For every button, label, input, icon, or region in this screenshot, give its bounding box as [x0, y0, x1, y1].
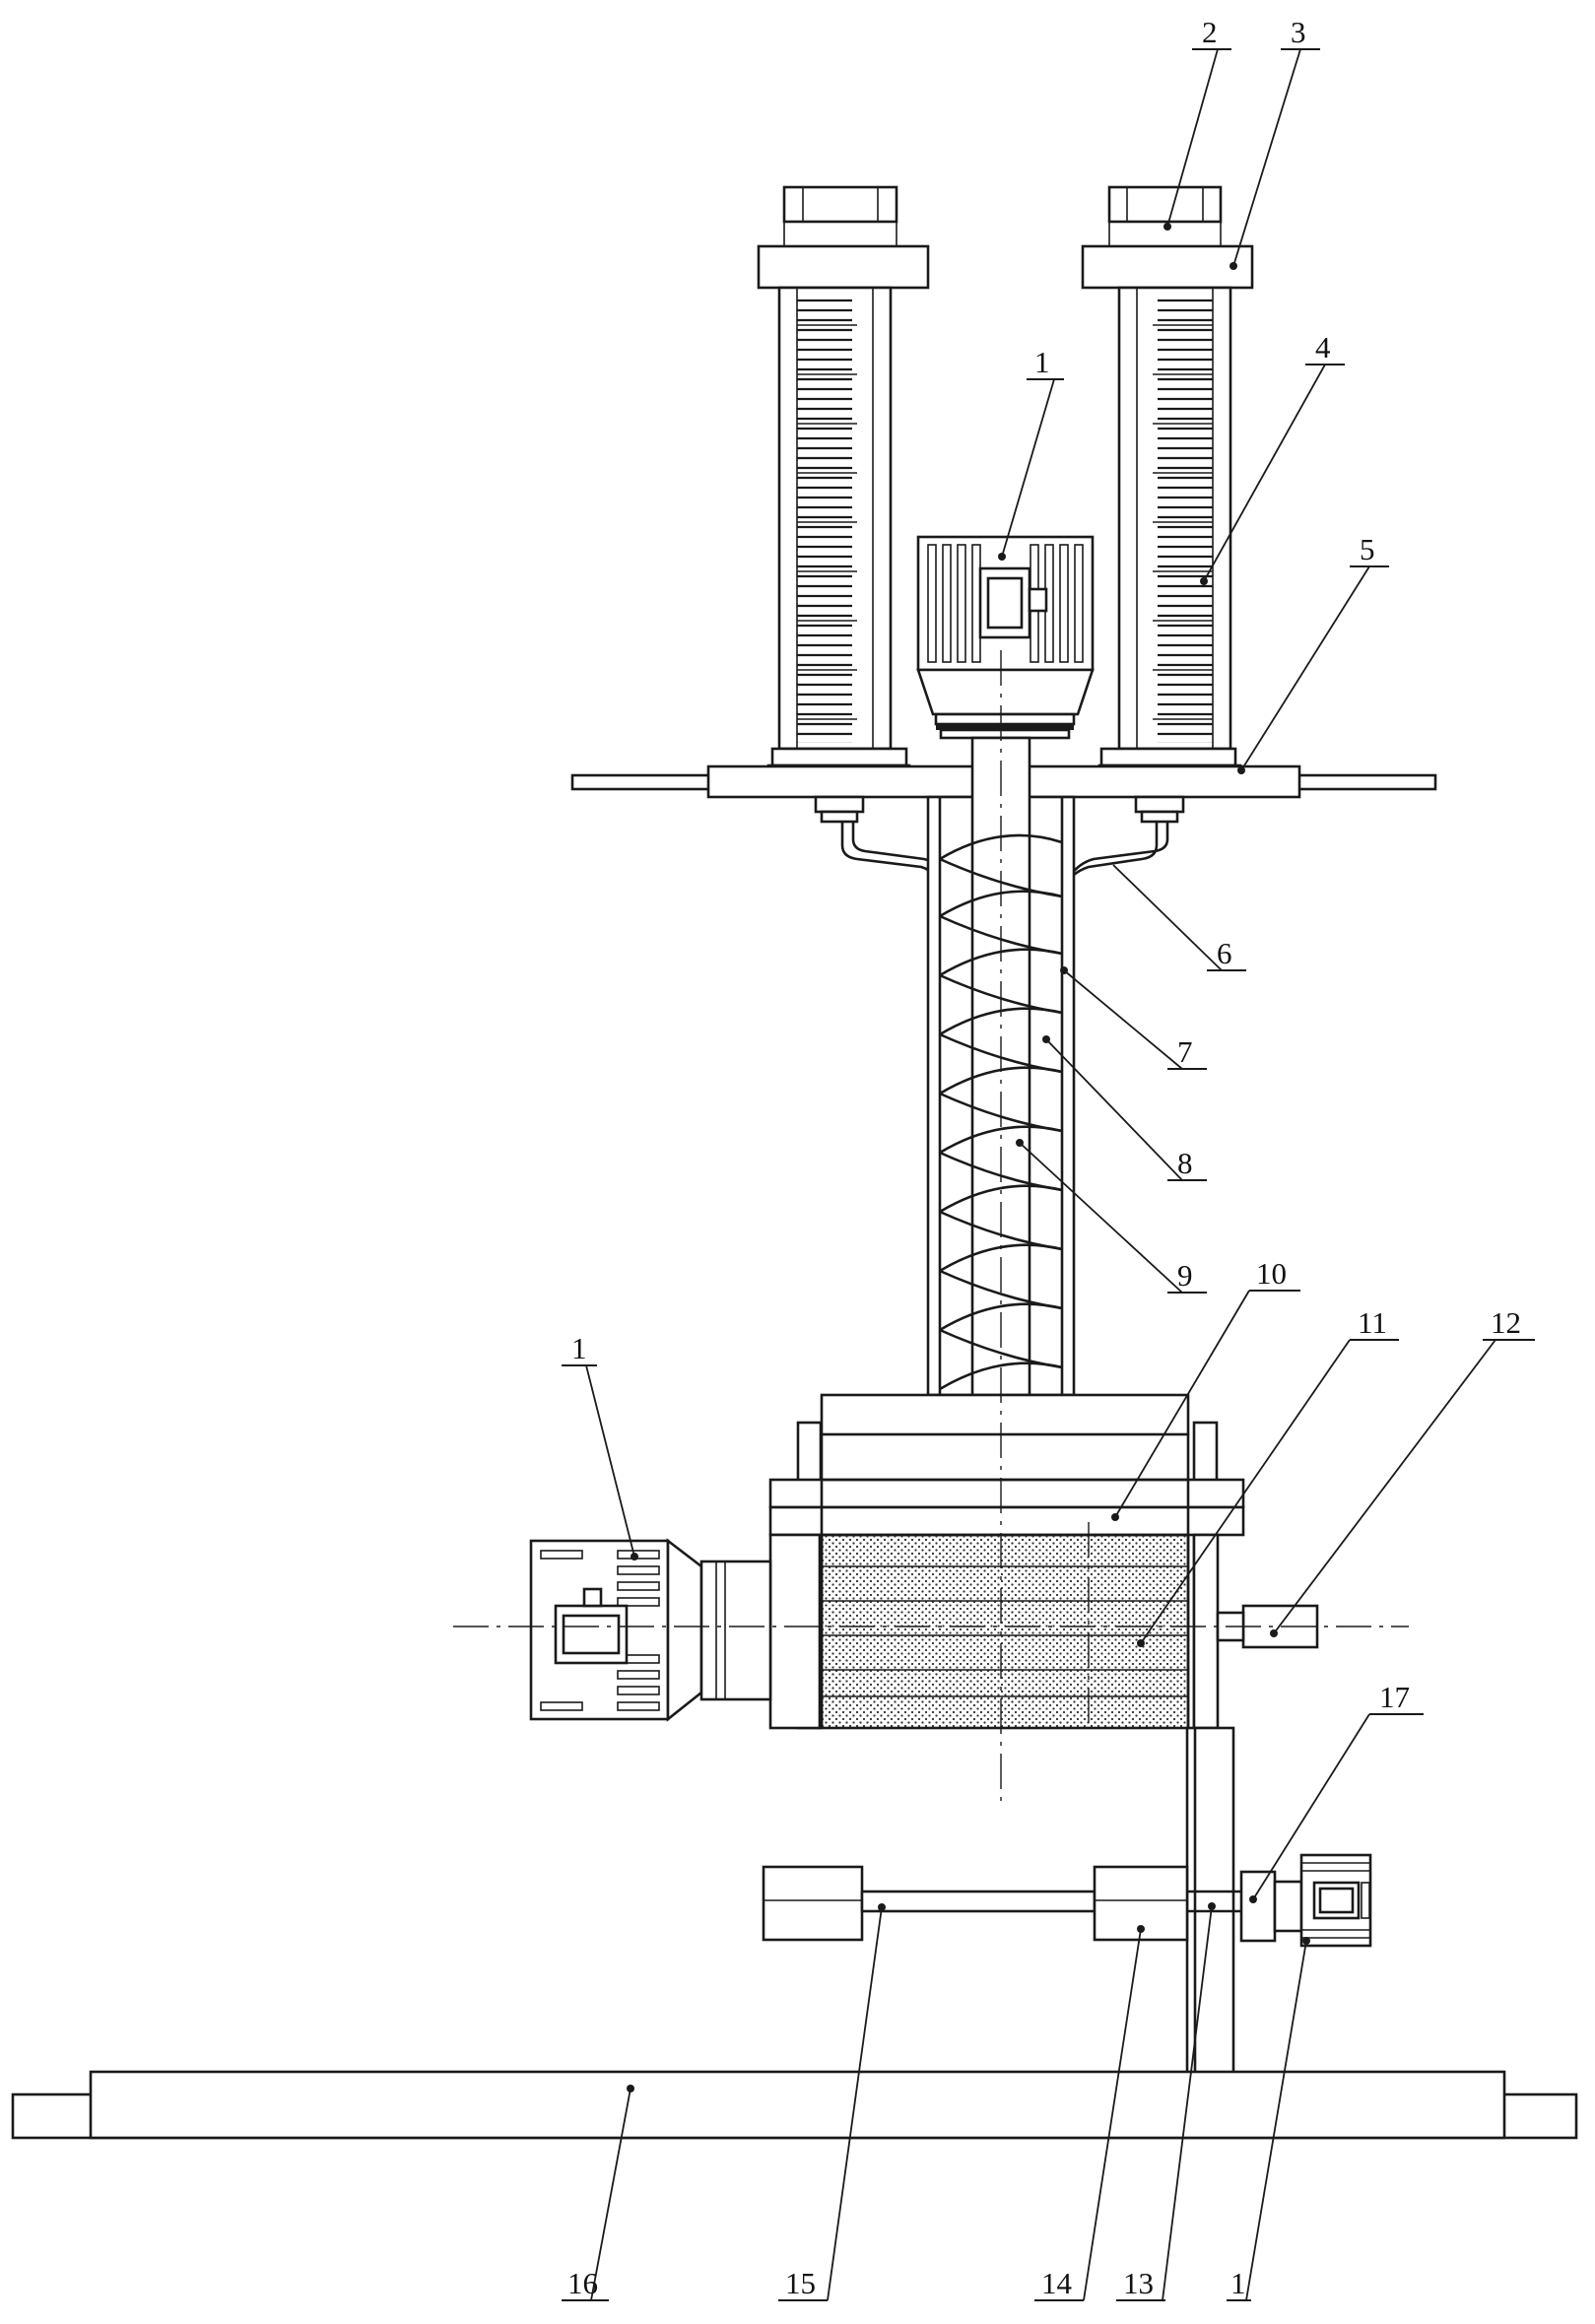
- right-scale-cylinder: [1081, 185, 1254, 781]
- label-right-shaft: 12: [1491, 1305, 1521, 1340]
- upright: [1185, 1726, 1235, 2075]
- label-tube: 7: [1177, 1034, 1193, 1069]
- label-nut: 2: [1202, 15, 1218, 49]
- label-underlines: [562, 48, 1535, 2301]
- label-upper-block: 10: [1256, 1256, 1287, 1291]
- leader-dots: [627, 223, 1310, 2092]
- left-motor: [529, 1538, 772, 1722]
- label-shaft: 9: [1177, 1258, 1193, 1293]
- slide-rail: [762, 1865, 1241, 1942]
- label-slider: 14: [1041, 2266, 1073, 2300]
- label-scale: 4: [1315, 330, 1331, 365]
- part-labels: 1 2 3 4 5 6 7 8 9 10 11 12 17 1 16 15 14…: [567, 15, 1521, 2300]
- label-pipe: 6: [1217, 936, 1232, 970]
- label-upright: 13: [1123, 2266, 1154, 2300]
- leader-lines: [585, 48, 1496, 2301]
- label-flange: 3: [1291, 15, 1306, 49]
- right-scale-major-ticks: [1153, 324, 1213, 720]
- label-motor-left: 1: [571, 1331, 587, 1365]
- label-coupling: 17: [1379, 1680, 1410, 1714]
- center-lines: [453, 650, 1409, 1803]
- left-scale-major-ticks: [797, 324, 857, 720]
- top-motor: [916, 535, 1095, 740]
- main-housing: [768, 1393, 1245, 1730]
- base-plate: [11, 2070, 1578, 2140]
- label-drum: 11: [1358, 1305, 1387, 1340]
- label-plate: 5: [1360, 532, 1375, 566]
- label-motor-top: 1: [1034, 345, 1050, 379]
- bottom-motor: [1239, 1853, 1372, 1948]
- label-rail: 15: [785, 2266, 816, 2300]
- label-motor-bottom: 1: [1230, 2266, 1246, 2300]
- label-base: 16: [567, 2266, 598, 2300]
- label-spiral: 8: [1177, 1146, 1193, 1180]
- left-scale-cylinder: [757, 185, 930, 781]
